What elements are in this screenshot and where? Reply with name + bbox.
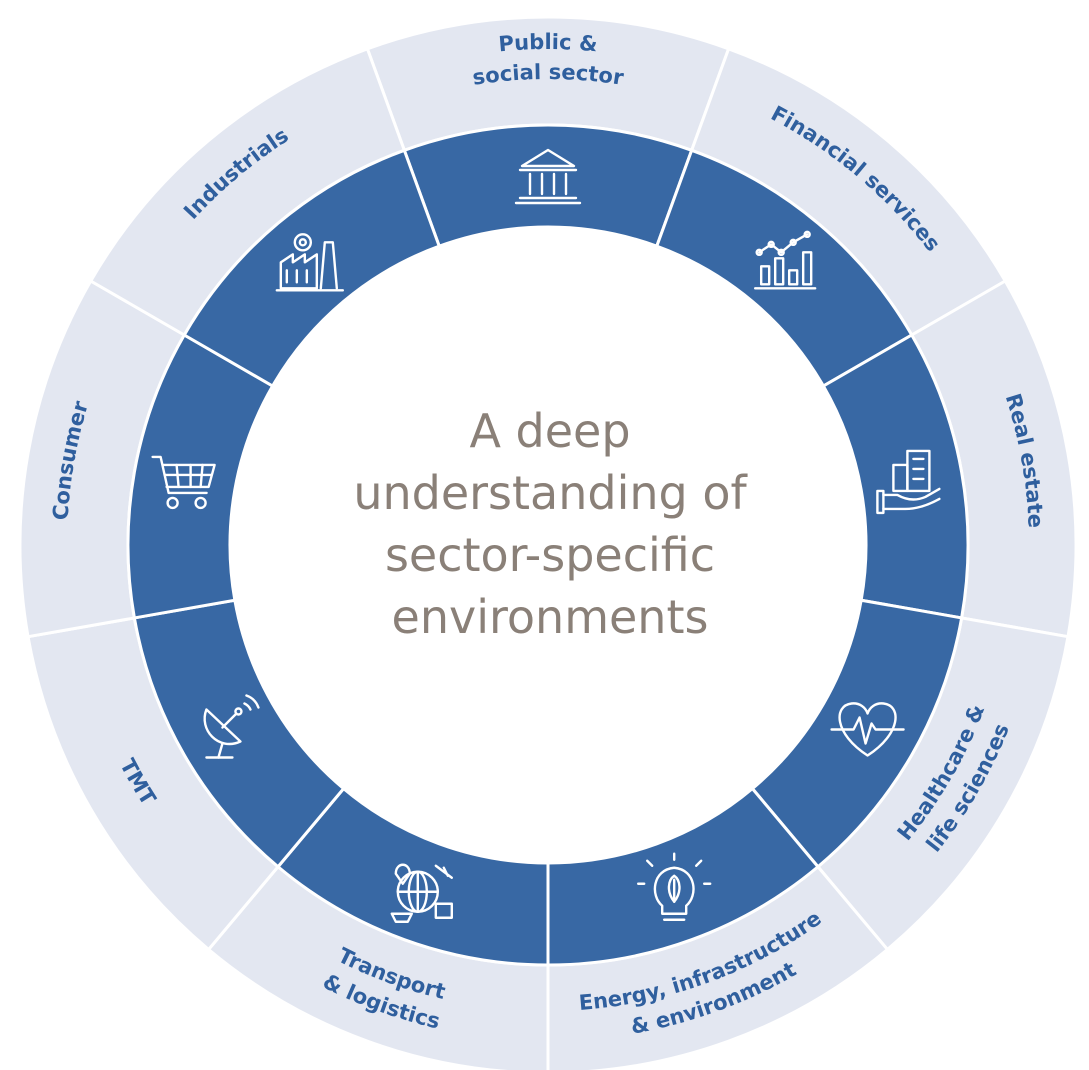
center-line-1: A deep	[469, 404, 631, 458]
globe-logistics-icon	[390, 863, 453, 923]
satellite-dish-icon	[203, 694, 260, 759]
center-statement: A deep understanding of sector-specific …	[300, 400, 800, 648]
sector-label-public-1: Public &	[498, 30, 599, 56]
lightbulb-leaf-icon	[637, 852, 712, 921]
heartbeat-icon	[830, 702, 905, 757]
financial-chart-icon	[753, 230, 817, 290]
building-in-hand-icon	[876, 449, 941, 515]
government-building-icon	[514, 148, 582, 205]
factory-icon	[275, 233, 345, 292]
inner-segment-industrials	[182, 148, 442, 389]
center-line-2: understanding of	[353, 466, 747, 520]
center-line-3: sector-specific	[384, 528, 716, 582]
inner-segment-public	[402, 123, 694, 249]
shopping-cart-icon	[151, 455, 216, 510]
center-line-4: environments	[391, 590, 709, 644]
